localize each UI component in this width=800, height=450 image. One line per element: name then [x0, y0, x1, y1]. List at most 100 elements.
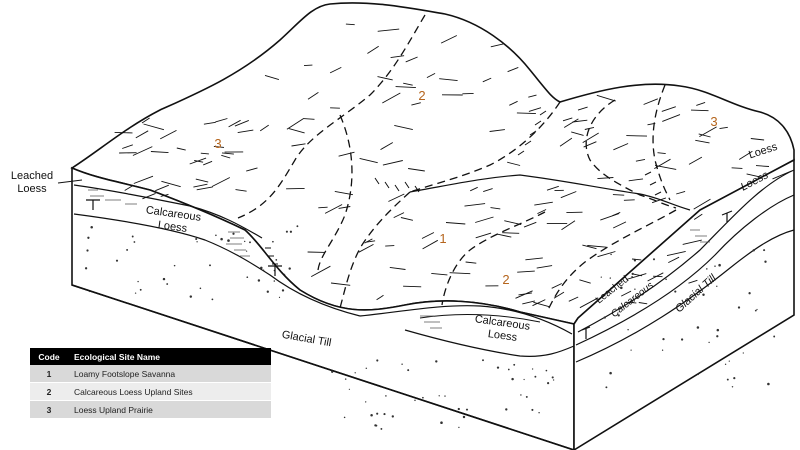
- hachure-stroke: [431, 272, 448, 276]
- till-dot: [383, 413, 386, 416]
- hachure-stroke: [203, 121, 216, 125]
- till-dot: [728, 360, 730, 362]
- hachure-stroke: [612, 194, 625, 196]
- till-dot: [520, 394, 522, 396]
- label-calcareous-loess-front-2: Loess: [487, 328, 518, 344]
- hachure-stroke: [400, 217, 414, 221]
- till-dot: [482, 359, 484, 362]
- till-dot: [634, 288, 636, 290]
- till-dot: [88, 290, 91, 293]
- till-dot: [440, 421, 443, 424]
- hachure-stroke: [731, 167, 743, 169]
- right-face: [573, 158, 795, 450]
- hachure-stroke: [563, 118, 579, 128]
- zone-numbers: 3 2 3 1 2: [214, 88, 717, 287]
- hachure-stroke: [647, 272, 664, 282]
- hachure-stroke: [587, 245, 607, 248]
- hachure-stroke: [568, 296, 579, 302]
- till-dot: [126, 248, 129, 251]
- till-dot: [131, 235, 134, 238]
- till-dot: [551, 376, 554, 379]
- hachure-stroke: [338, 206, 351, 209]
- hachure-stroke: [475, 216, 494, 223]
- hachure-stroke: [625, 301, 637, 304]
- hachure-stroke: [388, 193, 405, 202]
- till-dot: [444, 395, 446, 397]
- hachure-stroke: [382, 92, 401, 104]
- till-dot: [246, 276, 249, 279]
- hachure-stroke: [288, 128, 305, 134]
- hachure-stroke: [719, 126, 728, 130]
- zone-number-1: 1: [439, 231, 446, 246]
- hachure-stroke: [562, 117, 573, 122]
- legend-site-name: Loess Upland Prairie: [68, 400, 271, 419]
- hachure-stroke: [445, 222, 466, 225]
- hachure-stroke: [135, 130, 149, 139]
- till-dot: [435, 360, 438, 363]
- glacial-till-stipple: [84, 225, 776, 430]
- front-layer-calcareous-top: [359, 305, 573, 335]
- hachure-stroke: [651, 197, 667, 204]
- till-dot: [199, 287, 202, 290]
- legend-header-code: Code: [30, 348, 68, 365]
- legend-table: Code Ecological Site Name 1 Loamy Footsl…: [30, 348, 271, 419]
- hachure-stroke: [470, 186, 478, 192]
- till-dot: [661, 349, 664, 351]
- till-dot: [266, 290, 269, 293]
- hachure-stroke: [750, 138, 765, 141]
- hachure-stroke: [579, 297, 599, 309]
- till-dot: [385, 395, 387, 397]
- till-dot: [496, 366, 500, 369]
- till-dot: [348, 388, 351, 390]
- hachure-stroke: [449, 272, 471, 275]
- till-dot: [763, 249, 766, 252]
- till-dot: [414, 399, 416, 402]
- hachure-stroke: [124, 185, 133, 191]
- till-dot: [244, 240, 246, 243]
- till-dot: [610, 253, 612, 256]
- hachure-stroke: [696, 101, 706, 106]
- till-dot: [737, 306, 741, 309]
- left-layer-calcareous-bottom: [73, 213, 361, 317]
- hachure-stroke: [189, 157, 207, 165]
- till-dot: [365, 367, 368, 370]
- hachure-stroke: [772, 170, 793, 180]
- till-dot: [748, 292, 751, 295]
- till-dot: [631, 272, 634, 276]
- till-dot: [196, 241, 198, 243]
- hachure-stroke: [661, 106, 676, 112]
- till-dot: [462, 415, 466, 419]
- hachure-stroke: [693, 198, 711, 210]
- till-dot: [523, 378, 525, 381]
- till-dot: [220, 237, 223, 241]
- hachure-stroke: [376, 294, 384, 301]
- hachure-stroke: [234, 119, 249, 127]
- till-dot: [716, 285, 718, 287]
- hachure-stroke: [532, 299, 546, 307]
- hachure-stroke: [403, 285, 422, 288]
- till-dot: [716, 328, 720, 332]
- hachure-stroke: [612, 211, 621, 217]
- survey-marks: [86, 199, 733, 339]
- hachure-stroke: [497, 233, 512, 238]
- till-dot: [189, 295, 193, 298]
- till-dot: [609, 371, 612, 375]
- hachure-stroke: [482, 77, 492, 83]
- till-dot: [702, 293, 705, 297]
- hachure-stroke: [553, 291, 565, 299]
- hachure-stroke: [626, 273, 647, 280]
- till-dot: [84, 267, 88, 270]
- left-face: [71, 166, 575, 450]
- till-dot: [630, 349, 632, 351]
- till-dot: [631, 276, 633, 278]
- legend-code: 1: [30, 365, 68, 383]
- hachure-stroke: [515, 290, 533, 299]
- till-dot: [139, 288, 142, 291]
- till-dot: [507, 368, 510, 371]
- till-dot: [275, 259, 278, 261]
- till-dot: [552, 379, 555, 381]
- till-dot: [531, 408, 534, 411]
- hachure-stroke: [246, 167, 258, 172]
- hachure-stroke: [142, 192, 156, 200]
